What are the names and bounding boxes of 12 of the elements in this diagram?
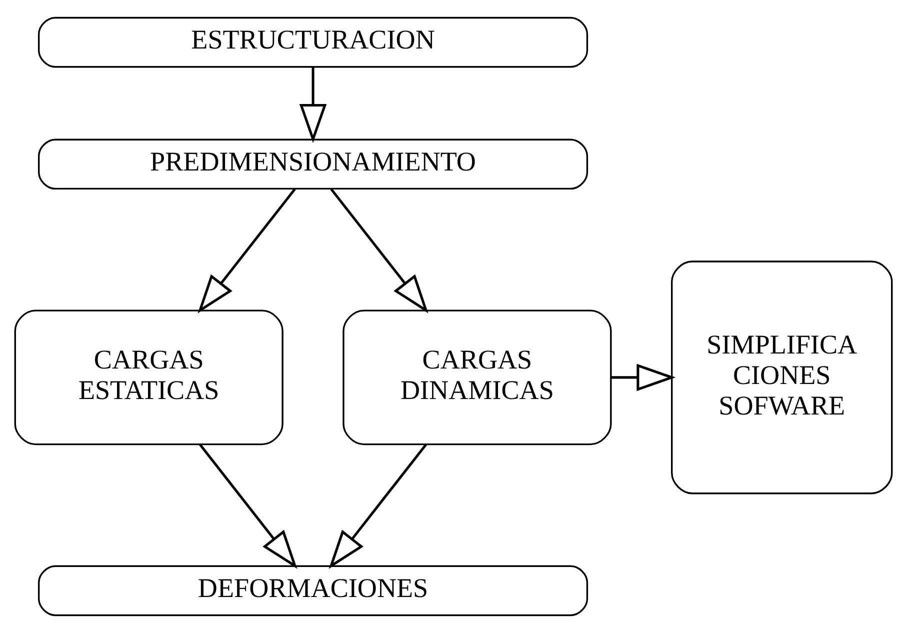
node-box: ESTRUCTURACION <box>38 16 588 68</box>
node-box: CARGAS ESTATICAS <box>14 309 284 445</box>
node-box: SIMPLIFICA CIONES SOFWARE <box>670 260 893 494</box>
node-box: DEFORMACIONES <box>38 564 588 616</box>
arrow <box>611 363 676 391</box>
arrow <box>198 188 296 313</box>
arrow <box>330 188 428 313</box>
arrow <box>328 443 428 568</box>
arrow <box>299 66 327 142</box>
node-box: CARGAS DINAMICAS <box>342 309 612 445</box>
node-box: PREDIMENSIONAMIENTO <box>38 138 588 190</box>
arrow <box>198 443 298 568</box>
